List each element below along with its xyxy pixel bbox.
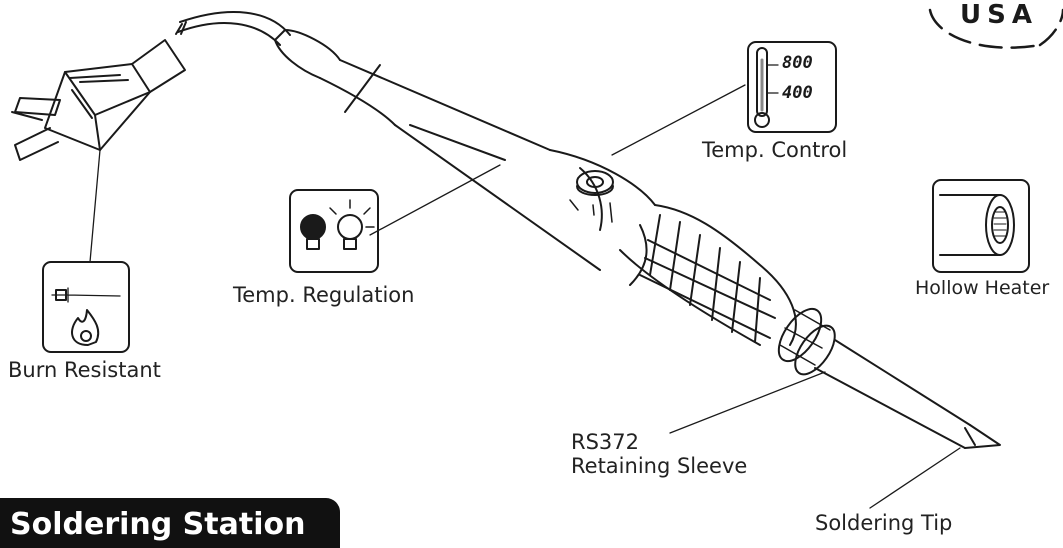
power-cable [175, 11, 291, 46]
temp-control-label: Temp. Control [702, 138, 848, 162]
soldering-tip-label: Soldering Tip [815, 511, 953, 535]
grip [619, 204, 797, 346]
usa-seal-text: USA [960, 0, 1038, 30]
plug-icon [11, 39, 186, 161]
flame-icon [71, 309, 100, 346]
sleeve-model-text: RS372 [571, 430, 640, 454]
temp-scale-low: 400 [782, 83, 813, 103]
temp-regulation-label: Temp. Regulation [233, 283, 415, 307]
callout-lines [89, 84, 961, 509]
temp-scale-high: 800 [782, 53, 813, 73]
burn-resistant-label: Burn Resistant [8, 358, 161, 382]
bulbs-icon [300, 199, 375, 250]
title-badge: Soldering Station [0, 498, 340, 548]
temp-control-icon [747, 41, 837, 133]
retaining-sleeve-label: RS372 Retaining Sleeve [571, 430, 747, 478]
burn-resistant-icon [42, 261, 130, 353]
retaining-sleeve-collar [777, 307, 836, 376]
sleeve-name-text: Retaining Sleeve [571, 454, 748, 479]
handle-body [274, 29, 656, 271]
temp-regulation-icon [289, 189, 379, 273]
heater-tube-icon [939, 194, 1015, 256]
temp-knob [569, 170, 614, 223]
badge-title: Soldering Station [10, 507, 306, 542]
thermometer-icon [754, 47, 779, 128]
hollow-heater-icon [932, 179, 1030, 273]
hollow-heater-label: Hollow Heater [915, 277, 1050, 299]
retaining-sleeve [814, 339, 1001, 449]
